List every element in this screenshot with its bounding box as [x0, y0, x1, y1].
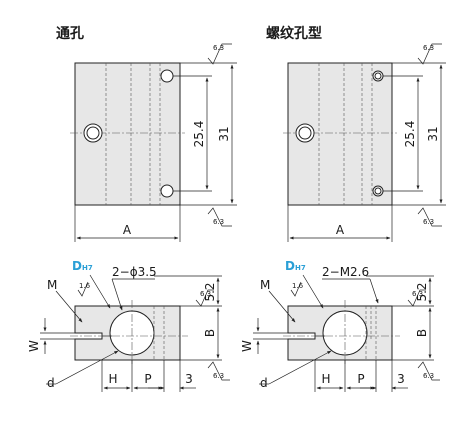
label-m-right: M [260, 278, 270, 292]
roughness-symbol: 6.3 [417, 43, 442, 65]
label-d-left: d [47, 376, 55, 390]
roughness-1-6-right: 1.6 [292, 282, 304, 290]
roughness-symbol: 6.3 [417, 361, 440, 381]
svg-text:6.3: 6.3 [423, 44, 434, 52]
roughness-symbol: 6.3 [207, 361, 230, 381]
roughness-symbol: 6.3 [417, 207, 442, 227]
dim-3-left: 3 [185, 372, 193, 386]
dim-25-4-left: 25.4 [192, 121, 206, 148]
d-tolerance-class: H7 [82, 264, 93, 272]
dim-h-left: H [108, 372, 117, 386]
label-m-left: M [47, 278, 57, 292]
svg-text:6.3: 6.3 [213, 44, 224, 52]
roughness-symbol: 6.3 [195, 289, 214, 307]
label-d-right: d [260, 376, 268, 390]
svg-text:6.3: 6.3 [200, 290, 211, 298]
dim-5-2-left: 5.2 [203, 282, 217, 301]
block-face-right [287, 62, 393, 206]
svg-text:6.3: 6.3 [213, 218, 224, 226]
d-tolerance-letter: D [72, 259, 82, 273]
roughness-1-6-left: 1.6 [79, 282, 91, 290]
dim-3-right: 3 [397, 372, 405, 386]
svg-text:6.3: 6.3 [423, 372, 434, 380]
svg-text:6.3: 6.3 [213, 372, 224, 380]
top-left-view: 25.4 31 A 6.3 6.3 [70, 43, 237, 242]
mount-hole-bottom-left [160, 184, 174, 198]
d-tolerance-letter: D [285, 259, 295, 273]
dim-p-left: P [144, 372, 151, 386]
hole-callout-right: 2−M2.6 [322, 265, 369, 279]
dim-31-right: 31 [426, 126, 440, 141]
roughness-symbol: 6.3 [207, 43, 232, 65]
dim-b-left: B [203, 329, 217, 337]
dim-w-left: W [27, 340, 41, 352]
mount-hole-top-left [160, 69, 174, 83]
roughness-symbol: 6.3 [407, 289, 426, 307]
title-tapped-hole: 螺纹孔型 [266, 25, 322, 42]
dim-h-right: H [321, 372, 330, 386]
bottom-right-view: D H7 1.6 2−M2.6 M W d H P 3 5.2 B [240, 259, 440, 392]
dim-5-2-right: 5.2 [415, 282, 429, 301]
dim-31-left: 31 [217, 126, 231, 141]
roughness-symbol: 6.3 [207, 207, 232, 227]
title-through-hole: 通孔 [56, 26, 84, 42]
top-right-view: 25.4 31 A 6.3 6.3 [283, 43, 446, 242]
dim-b-right: B [415, 329, 429, 337]
d-tolerance-class: H7 [295, 264, 306, 272]
bottom-left-view: D H7 1.6 2−ϕ3.5 M W d H P 3 [27, 259, 230, 392]
dim-a-right: A [336, 223, 345, 237]
dim-25-4-right: 25.4 [403, 121, 417, 148]
dim-p-right: P [357, 372, 364, 386]
dim-w-right: W [240, 340, 254, 352]
dim-a-left: A [123, 223, 132, 237]
svg-text:6.3: 6.3 [423, 218, 434, 226]
svg-text:6.3: 6.3 [412, 290, 423, 298]
hole-callout-left: 2−ϕ3.5 [112, 265, 157, 279]
